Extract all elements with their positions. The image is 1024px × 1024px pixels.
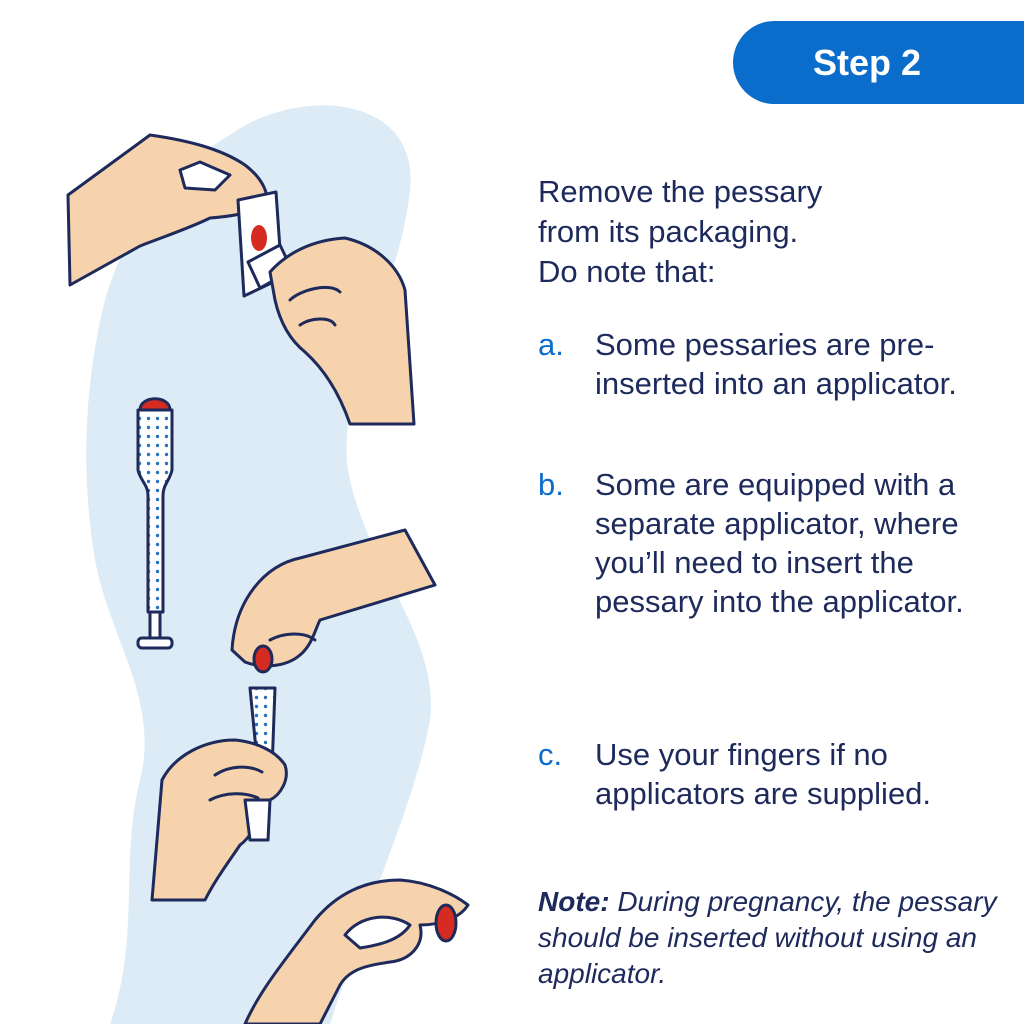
- intro-text: Remove the pessary from its packaging. D…: [538, 172, 978, 292]
- hand-holding-pessary-icon: [243, 878, 470, 1024]
- pregnancy-note: Note: During pregnancy, the pessary shou…: [538, 884, 1008, 992]
- prefilled-applicator-icon: [136, 397, 174, 650]
- list-marker: c.: [538, 737, 563, 772]
- illustration-panel: [66, 105, 470, 1024]
- list-item-text: Some pessaries are pre-inserted into an …: [595, 327, 957, 401]
- list-marker: a.: [538, 327, 564, 362]
- step-label: Step 2: [813, 41, 922, 83]
- hand-inserting-pessary-into-applicator-icon: [150, 528, 437, 902]
- hands-opening-package-icon: [66, 133, 416, 426]
- intro-line: Remove the pessary: [538, 174, 823, 209]
- list-item-text: Some are equipped with a separate applic…: [595, 467, 964, 619]
- intro-line: Do note that:: [538, 254, 716, 289]
- list-item-text: Use your fingers if no applicators are s…: [595, 737, 932, 811]
- list-marker: b.: [538, 467, 564, 502]
- step-badge: Step 2: [733, 21, 1024, 104]
- note-text: During pregnancy, the pessary should be …: [538, 886, 997, 989]
- intro-line: from its packaging.: [538, 214, 799, 249]
- note-label: Note:: [538, 886, 610, 917]
